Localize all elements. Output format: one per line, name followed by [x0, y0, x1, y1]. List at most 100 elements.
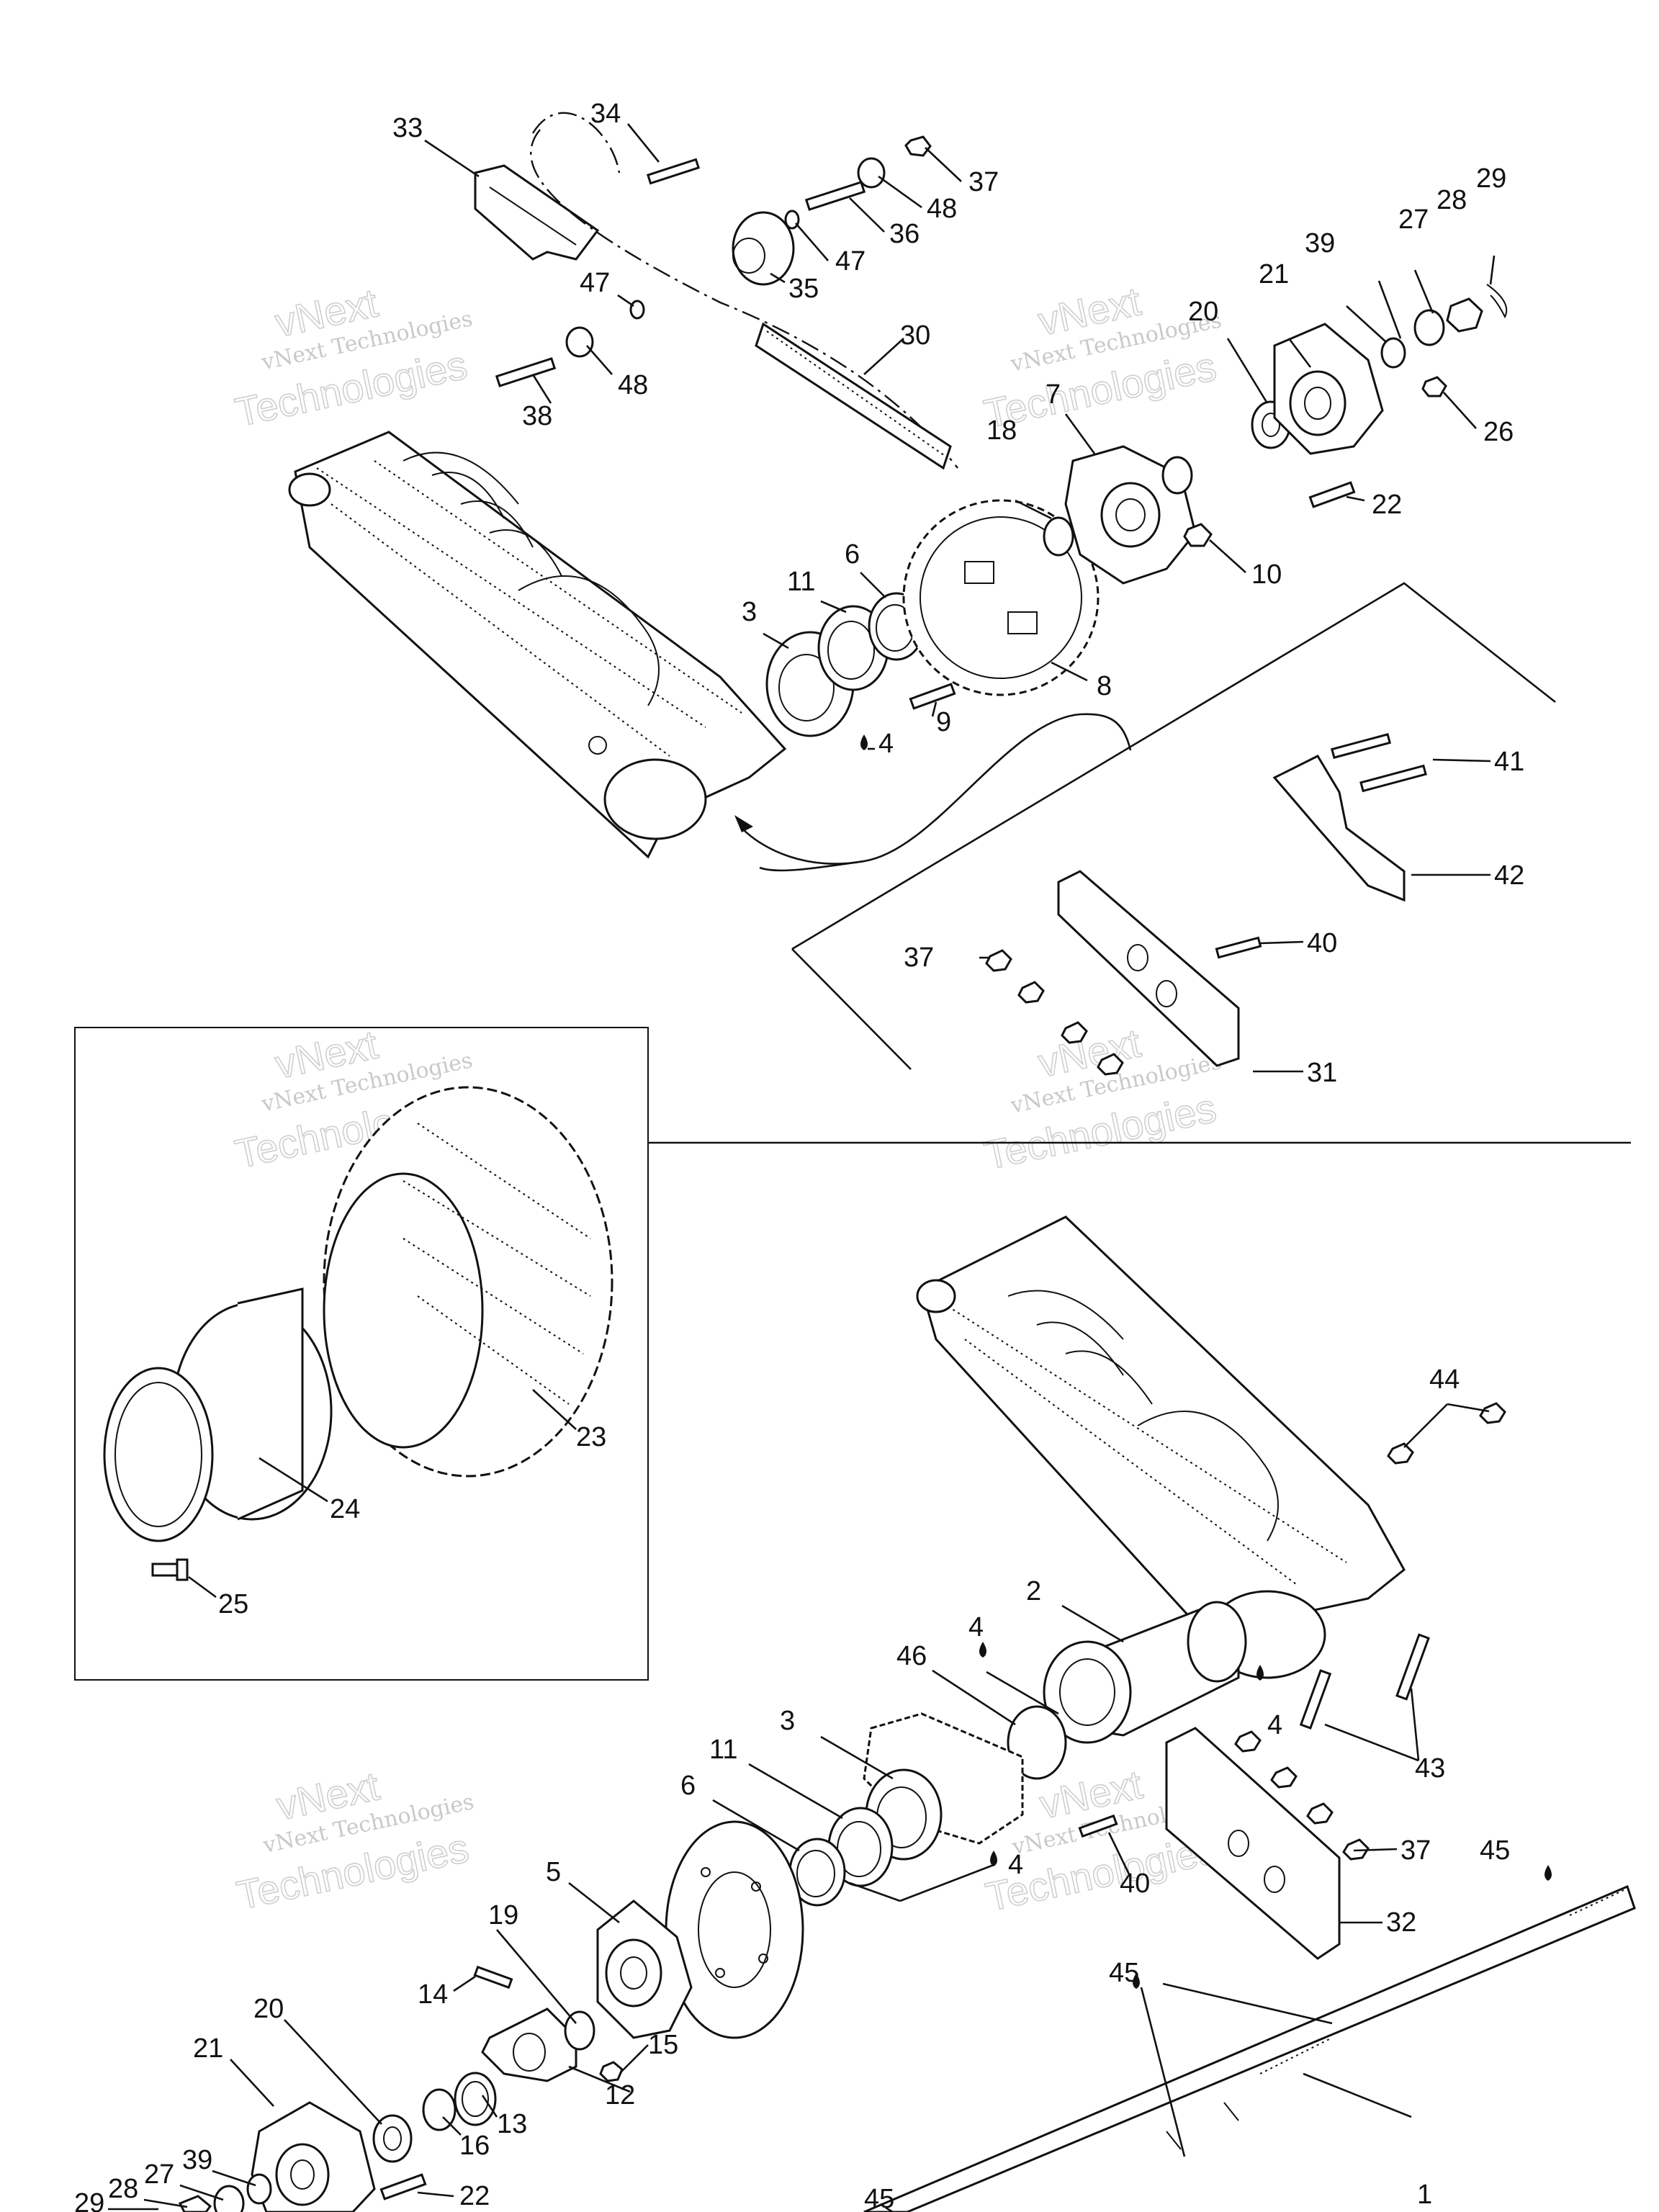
o-ring-19: [564, 2010, 595, 2051]
bushing-48a: [857, 157, 886, 189]
bushing-48b: [565, 326, 594, 358]
brake-hub: [596, 1899, 693, 2039]
nuts-37c: [1234, 1730, 1370, 1861]
callout-5: 5: [546, 1857, 561, 1887]
callout-29: 29: [1476, 163, 1506, 194]
o-ring-39a: [1380, 337, 1406, 369]
chain-guard: [474, 164, 600, 261]
nut-26: [1421, 376, 1447, 397]
callout-43: 43: [1415, 1753, 1445, 1784]
callout-48-lower: 48: [618, 370, 648, 400]
detail-arrow-path-2: [741, 827, 865, 865]
callout-24: 24: [330, 1494, 360, 1524]
detail-arrow-head: [734, 815, 753, 832]
caliper-plate: [1165, 1727, 1341, 1960]
tensioner-bracket: [1272, 755, 1406, 902]
callout-40: 40: [1307, 928, 1337, 958]
callout-12: 12: [605, 2080, 635, 2110]
bolt-14: [473, 1965, 513, 1990]
callout-45-shaft: 45: [1109, 1958, 1139, 1988]
bolt-9: [909, 683, 956, 710]
callout-36: 36: [889, 219, 920, 249]
watermark-top-left: vNext vNext Technologies Technologies: [230, 279, 475, 436]
callout-1: 1: [1417, 2180, 1432, 2210]
bolt-38: [495, 357, 557, 387]
callout-16: 16: [459, 2131, 490, 2161]
bolt-40a: [1215, 936, 1262, 959]
callout-44: 44: [1429, 1364, 1460, 1395]
callout-2: 2: [1026, 1576, 1041, 1606]
tensioner-plate: [1057, 870, 1240, 1067]
callout-37-lower: 37: [1401, 1835, 1431, 1866]
callout-34: 34: [590, 99, 621, 129]
callout-42: 42: [1494, 860, 1524, 891]
watermark-bottom-left: vNext vNext Technologies Technologies: [232, 1762, 476, 1918]
callout-4-lower: 4: [1008, 1850, 1023, 1880]
swingarm-top: [288, 431, 787, 859]
callout-38: 38: [522, 401, 552, 431]
grease-drop-icons: [860, 734, 1552, 1989]
callout-13: 13: [497, 2109, 527, 2139]
detail-bracket-lines-lower: [791, 948, 912, 1070]
callout-4: 4: [878, 729, 894, 759]
o-ring-18: [1043, 516, 1074, 557]
callout-25: 25: [218, 1589, 248, 1619]
tire: [323, 1086, 613, 1478]
chain-roller: [732, 211, 795, 286]
callout-32: 32: [1386, 1907, 1416, 1938]
callout-41: 41: [1494, 747, 1524, 777]
bolts-43: [1299, 1633, 1430, 1730]
bolts-41: [1330, 733, 1427, 793]
callout-30: 30: [900, 320, 930, 351]
callout-15: 15: [648, 2030, 678, 2060]
nuts-44: [1387, 1402, 1506, 1465]
wheel-stud: [151, 1558, 189, 1581]
bolt-22a: [1308, 481, 1356, 508]
nut-37a: [904, 135, 932, 157]
detail-bracket-lines: [791, 582, 1556, 950]
callout-22-lower: 22: [459, 2181, 490, 2211]
o-ring-39b: [246, 2173, 272, 2205]
callout-6: 6: [845, 539, 860, 570]
washer-27b: [213, 2185, 245, 2212]
leader-lines: [108, 123, 1496, 2212]
callout-37: 37: [968, 167, 999, 197]
callout-23: 23: [576, 1422, 606, 1452]
callout-27-lower: 27: [144, 2159, 174, 2190]
callout-3-lower: 3: [780, 1706, 795, 1736]
callout-7: 7: [1046, 379, 1061, 410]
washer-20b: [372, 2114, 413, 2163]
axle-shaft: [863, 1884, 1636, 2212]
callout-28: 28: [1437, 185, 1467, 215]
callout-14: 14: [418, 1979, 448, 2010]
washer-47b: [629, 300, 645, 320]
nut-28b: [178, 2195, 212, 2212]
callout-40-lower: 40: [1120, 1869, 1150, 1899]
brake-disc: [665, 1820, 804, 2039]
callout-4-right: 4: [1267, 1710, 1282, 1740]
callout-22: 22: [1372, 490, 1402, 520]
callout-11-lower: 11: [709, 1735, 737, 1765]
o-ring-16: [422, 2088, 457, 2131]
callout-26: 26: [1483, 417, 1514, 447]
callout-28-lower: 28: [108, 2174, 138, 2204]
callout-10: 10: [1251, 559, 1282, 590]
bolt-22b: [379, 2173, 427, 2200]
callout-48: 48: [927, 194, 957, 224]
callout-21: 21: [1259, 259, 1289, 289]
callout-45: 45: [1480, 1835, 1510, 1866]
hub-21a: [1273, 323, 1384, 455]
callout-47-lower: 47: [580, 268, 610, 298]
swingarm-bottom: [916, 1215, 1406, 1679]
callout-46: 46: [896, 1641, 927, 1671]
drive-chain: [530, 112, 958, 470]
caliper-bracket: [481, 2008, 577, 2082]
watermark-top-right: vNext vNext Technologies Technologies: [980, 278, 1224, 437]
callout-29-lower: 29: [74, 2188, 104, 2212]
nut-28a: [1446, 297, 1483, 333]
callout-39-lower: 39: [182, 2145, 212, 2175]
cotter-pin-29a: [1486, 284, 1508, 319]
callout-45-bottom: 45: [864, 2184, 894, 2212]
callout-31: 31: [1307, 1058, 1337, 1088]
